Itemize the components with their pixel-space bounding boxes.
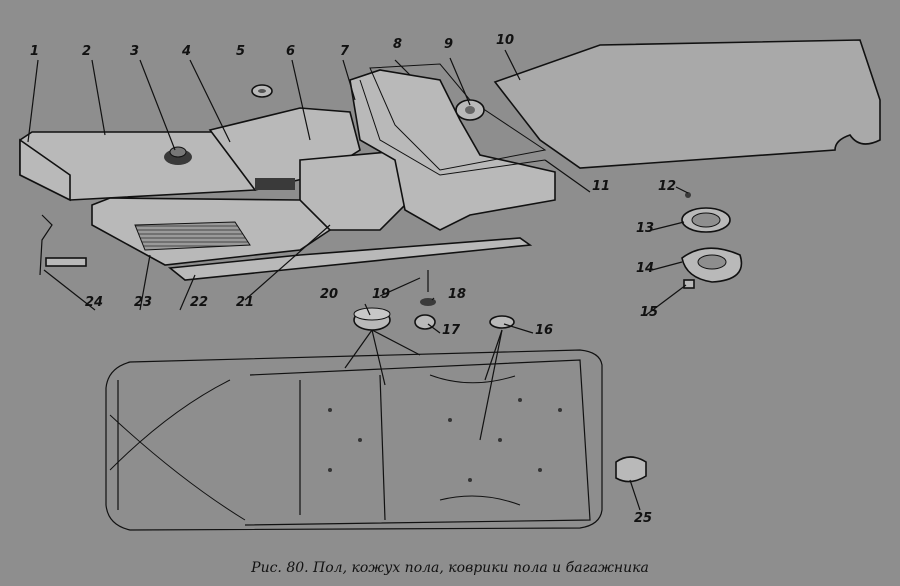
front-floor-mat-right	[91, 197, 533, 281]
trunk-frame	[359, 63, 547, 176]
callout-22: 22	[190, 295, 208, 310]
leader-lines	[27, 49, 689, 511]
gearshift-boot-parts	[681, 192, 743, 289]
callout-20: 20	[320, 287, 338, 302]
callout-25: 25	[634, 511, 652, 526]
callout-11: 11	[592, 179, 610, 194]
callout-13: 13	[636, 221, 654, 236]
bracket-24	[39, 214, 87, 276]
trunk-mat	[493, 39, 881, 169]
callout-21: 21	[236, 295, 254, 310]
plugs	[353, 270, 515, 331]
callout-6: 6	[286, 44, 295, 59]
callout-19: 19	[372, 287, 390, 302]
callout-18: 18	[448, 287, 466, 302]
callout-17: 17	[442, 323, 461, 338]
callout-24: 24	[85, 295, 103, 310]
plug-25	[615, 456, 647, 483]
car-top-view	[105, 349, 603, 531]
callout-12: 12	[658, 179, 676, 194]
callout-9: 9	[444, 37, 453, 52]
plug-5	[251, 84, 273, 98]
callout-2: 2	[82, 44, 91, 59]
callout-1: 1	[30, 44, 39, 59]
floor-tunnel	[349, 69, 556, 231]
callout-8: 8	[393, 37, 402, 52]
callout-15: 15	[640, 305, 658, 320]
plug-9	[455, 99, 485, 121]
callout-7: 7	[340, 44, 350, 59]
callout-3: 3	[130, 44, 139, 59]
callout-23: 23	[134, 295, 152, 310]
callout-5: 5	[236, 44, 245, 59]
callout-14: 14	[636, 261, 654, 276]
callout-labels: 1 2 3 4 5 6 7 8 9 10 11 12 13 14 15 16 1…	[30, 33, 676, 526]
callout-10: 10	[496, 33, 514, 48]
callout-4: 4	[181, 44, 191, 59]
callout-16: 16	[535, 323, 553, 338]
figure-caption: Рис. 80. Пол, кожух пола, коврики пола и…	[250, 560, 649, 576]
